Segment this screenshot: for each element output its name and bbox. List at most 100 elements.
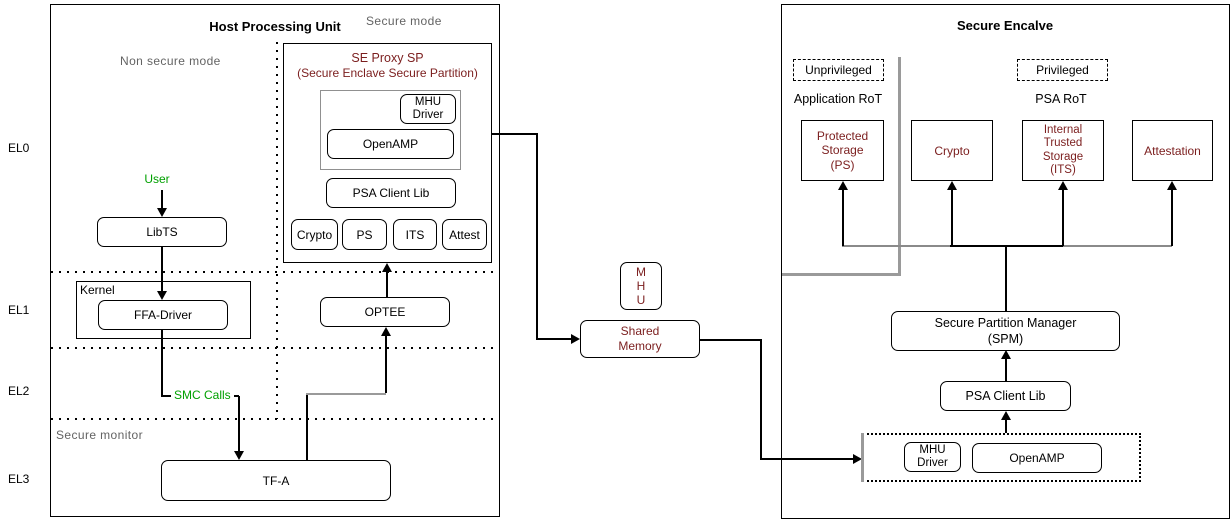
arrowhead-libts-ffa	[157, 291, 167, 300]
host-service-crypto-box: Crypto	[291, 219, 338, 250]
tfa-box: TF-A	[161, 460, 391, 501]
arrowhead-bus-crypto	[947, 181, 957, 190]
arrowhead-bus-ps	[838, 181, 848, 190]
spm-label: Secure Partition Manager (SPM)	[934, 316, 1077, 346]
unprivileged-tag: Unprivileged	[793, 59, 884, 81]
arrowhead-bus-attestation	[1167, 181, 1177, 190]
connector-bus-attestation	[1171, 188, 1173, 246]
connector-libts-ffa	[161, 247, 163, 292]
optee-label: OPTEE	[364, 305, 406, 319]
host-service-its-box: ITS	[393, 219, 437, 250]
host-openamp-label: OpenAMP	[362, 137, 419, 151]
host-service-crypto-label: Crypto	[296, 227, 333, 242]
secure-enclave-box	[781, 4, 1230, 519]
user-label: User	[144, 172, 170, 186]
host-service-ps-box: PS	[342, 219, 387, 250]
mhu-box: M H U	[620, 262, 662, 310]
connector-smc-tfa	[238, 396, 240, 452]
unprivileged-label: Unprivileged	[805, 63, 872, 77]
mhu-label: M H U	[636, 265, 646, 307]
host-service-its-label: ITS	[405, 227, 425, 242]
rot-bus-black-segment	[950, 245, 1063, 247]
el1-el2-dotted-line	[51, 347, 499, 349]
se-proxy-subtitle: (Secure Enclave Secure Partition)	[297, 66, 478, 80]
ffa-driver-box: FFA-Driver	[98, 300, 228, 330]
libts-box: LibTS	[97, 217, 227, 247]
enclave-psa-client-lib-label: PSA Client Lib	[965, 389, 1046, 403]
connector-sharedmem-down	[760, 339, 762, 459]
its-box: Internal Trusted Storage (ITS)	[1022, 120, 1104, 181]
arrowhead-user-libts	[157, 208, 167, 217]
host-service-attest-box: Attest	[442, 219, 487, 250]
privilege-separator-vertical	[898, 57, 901, 276]
shared-memory-label: Shared Memory	[618, 324, 662, 353]
connector-to-sharedmem	[536, 338, 572, 340]
host-title: Host Processing Unit	[209, 19, 341, 34]
arrowhead-to-sharedmem	[571, 334, 580, 344]
el2-label: EL2	[8, 384, 30, 398]
enclave-comms-group-left-bar	[861, 433, 864, 482]
connector-comms-psaclient	[1005, 419, 1007, 433]
connector-tfa-up	[306, 393, 308, 460]
privilege-separator-horizontal	[782, 273, 900, 276]
non-secure-mode-label: Non secure mode	[120, 54, 221, 68]
arrowhead-psaclient-spm	[1001, 350, 1011, 359]
enclave-mhu-driver-box: MHU Driver	[904, 442, 961, 472]
secure-mode-dotted-line	[276, 42, 278, 419]
optee-box: OPTEE	[320, 297, 450, 327]
secure-monitor-label: Secure monitor	[56, 428, 143, 442]
application-rot-label: Application RoT	[793, 92, 883, 106]
connector-tfa-optee-horizontal	[306, 393, 386, 395]
arrowhead-smc-tfa	[234, 451, 244, 460]
el1-label: EL1	[8, 303, 30, 317]
ffa-driver-label: FFA-Driver	[134, 308, 192, 322]
connector-sharedmem-out	[700, 339, 761, 341]
arrowhead-bus-its	[1058, 181, 1068, 190]
el3-label: EL3	[8, 472, 30, 486]
its-label: Internal Trusted Storage (ITS)	[1042, 123, 1084, 177]
enclave-crypto-box: Crypto	[911, 120, 993, 181]
el0-el1-dotted-line	[51, 271, 499, 273]
connector-psaclient-spm	[1005, 358, 1007, 381]
enclave-title: Secure Encalve	[956, 18, 1054, 33]
se-proxy-title: SE Proxy SP	[351, 51, 424, 65]
privileged-tag: Privileged	[1017, 59, 1108, 81]
connector-to-enclave	[760, 458, 854, 460]
host-openamp-box: OpenAMP	[327, 129, 454, 159]
privileged-label: Privileged	[1036, 63, 1089, 77]
host-service-ps-label: PS	[356, 227, 373, 242]
connector-ffa-smc	[161, 330, 163, 396]
kernel-label: Kernel	[80, 283, 115, 297]
tfa-label: TF-A	[262, 473, 290, 488]
connector-user-libts	[161, 190, 163, 210]
secure-mode-label: Secure mode	[366, 14, 442, 28]
el0-label: EL0	[8, 141, 30, 155]
psa-rot-label: PSA RoT	[1035, 92, 1087, 106]
host-service-attest-label: Attest	[449, 227, 480, 242]
arrowhead-optee-seproxy	[382, 263, 392, 272]
enclave-mhu-driver-label: MHU Driver	[917, 444, 948, 469]
host-psa-client-lib-box: PSA Client Lib	[326, 178, 456, 208]
libts-label: LibTS	[146, 225, 178, 239]
protected-storage-box: Protected Storage (PS)	[801, 120, 884, 181]
host-mhu-driver-label: MHU Driver	[412, 96, 444, 121]
enclave-psa-client-lib-box: PSA Client Lib	[940, 381, 1071, 411]
connector-optee-vertical	[385, 335, 387, 393]
arrowhead-to-enclave	[853, 454, 862, 464]
connector-spm-bus	[1005, 246, 1007, 311]
kernel-box	[76, 281, 251, 339]
connector-seproxy-down	[536, 133, 538, 339]
host-mhu-driver-box: MHU Driver	[400, 94, 456, 124]
connector-optee-seproxy	[386, 271, 388, 297]
spm-box: Secure Partition Manager (SPM)	[891, 311, 1120, 351]
host-psa-client-lib-label: PSA Client Lib	[352, 186, 430, 200]
connector-bus-crypto	[951, 188, 953, 246]
enclave-crypto-label: Crypto	[934, 143, 970, 158]
attestation-box: Attestation	[1132, 120, 1213, 181]
el2-el3-dotted-line	[51, 418, 499, 420]
shared-memory-box: Shared Memory	[580, 320, 700, 358]
attestation-label: Attestation	[1144, 143, 1201, 158]
enclave-openamp-box: OpenAMP	[972, 443, 1102, 473]
connector-seproxy-out	[492, 133, 538, 135]
